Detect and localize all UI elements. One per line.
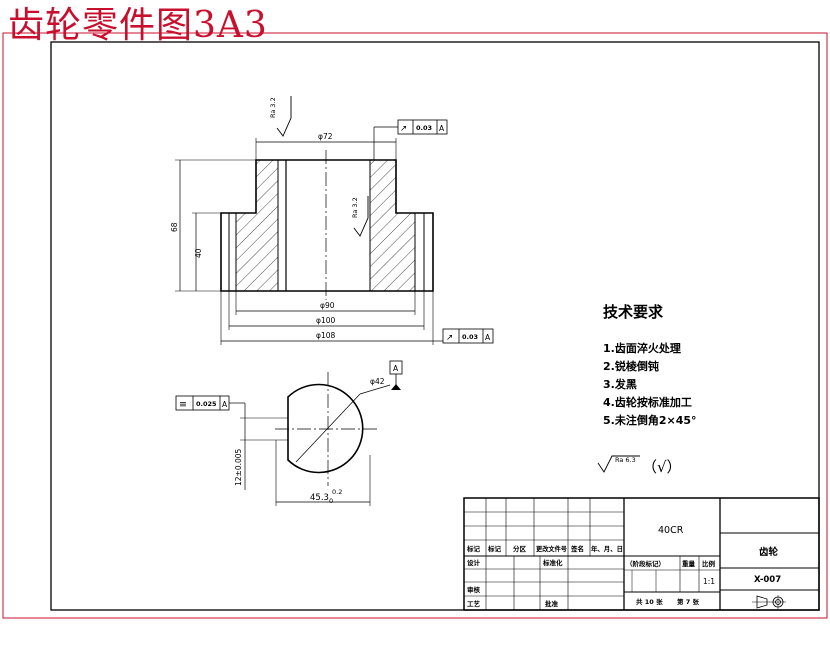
fcf-sym-value: 0.025 — [196, 400, 217, 408]
tech-item-4: 4.齿轮按标准加工 — [603, 395, 692, 409]
hub-profile — [287, 383, 364, 474]
roughness-default-label: Ra 6.3 — [615, 456, 636, 464]
symmetry-icon: ≡ — [179, 399, 187, 410]
dim-depth-upper: 0.2 — [332, 488, 342, 496]
tb-label-sign: 签名 — [570, 544, 584, 553]
tb-sheets: 共 10 张 — [636, 597, 663, 606]
projection-symbol-icon — [752, 595, 786, 609]
hatch-left — [235, 159, 279, 292]
tb-scale-label: 比例 — [702, 559, 716, 568]
tech-title: 技术要求 — [603, 303, 664, 321]
runout-icon: ↗ — [400, 124, 407, 134]
dim-phi100: φ100 — [316, 316, 335, 325]
dim-phi42: φ42 — [370, 377, 385, 386]
roughness-default-mark: （√） — [642, 458, 682, 476]
dim-keyway-width: 12±0.005 — [234, 448, 243, 486]
tb-scale: 1:1 — [703, 577, 715, 586]
datum-triangle-icon — [391, 384, 401, 390]
dim-depth-lower: 0 — [329, 497, 333, 505]
fcf-top-value: 0.03 — [416, 124, 432, 132]
tb-label-zone: 分区 — [513, 544, 527, 553]
tb-stage-mark: （阶段标记） — [626, 559, 665, 568]
tech-item-2: 2.锐棱倒钝 — [603, 359, 659, 373]
roughness-symbol-icon — [276, 96, 292, 137]
tb-drawing-no: X-007 — [754, 575, 781, 585]
tech-item-5: 5.未注倒角2×45° — [603, 413, 697, 427]
tb-part-name: 齿轮 — [759, 546, 779, 558]
tb-label-count: 标记 — [487, 544, 502, 553]
tb-label-review: 审核 — [467, 585, 481, 594]
tb-label-date: 年、月、日 — [591, 544, 623, 553]
roughness-default-icon — [597, 455, 640, 473]
tb-material: 40CR — [658, 525, 684, 536]
tech-item-1: 1.齿面淬火处理 — [603, 341, 681, 355]
dim-68: 68 — [170, 222, 179, 232]
tech-requirements: 技术要求 1.齿面淬火处理 2.锐棱倒钝 3.发黑 4.齿轮按标准加工 5.未注… — [597, 303, 697, 476]
hatch-right — [369, 159, 416, 292]
fcf-top-frame — [397, 119, 448, 135]
title-block — [463, 497, 820, 611]
datum-box — [389, 360, 403, 375]
fcf-top-datum: A — [439, 124, 445, 133]
roughness-symbol-icon — [353, 196, 369, 237]
dim-phi108: φ108 — [316, 331, 335, 340]
title-block-frame — [463, 497, 820, 611]
tech-item-3: 3.发黑 — [603, 377, 637, 391]
roughness-bore-label: Ra 3.2 — [351, 197, 359, 218]
dia-leader — [359, 384, 391, 395]
tb-label-doc: 更改文件号 — [536, 544, 567, 553]
tb-label-mark: 标记 — [466, 544, 481, 553]
dim-40: 40 — [194, 248, 203, 258]
inner-drawing-frame — [50, 41, 820, 611]
section-view: φ72 68 40 φ90 φ100 φ108 Ra 3.2 Ra 3.2 — [170, 96, 494, 345]
roughness-top-label: Ra 3.2 — [269, 97, 277, 118]
title-block-text: 标记 标记 分区 更改文件号 签名 年、月、日 设计 标准化 审核 工艺 批准 … — [466, 525, 786, 609]
tb-label-approve: 批准 — [545, 599, 559, 608]
fcf-bottom-frame — [442, 328, 494, 344]
fcf-sym-datum: A — [222, 400, 228, 409]
end-view: φ42 A ≡ 0.025 A 12±0.005 45.3 0.2 0 — [175, 360, 403, 506]
dim-depth-base: 45.3 — [310, 493, 329, 503]
datum-label: A — [393, 364, 399, 373]
tb-label-process: 工艺 — [467, 599, 481, 608]
tb-sheet: 第 7 张 — [677, 597, 700, 606]
outer-sheet-border — [2, 32, 828, 619]
tb-weight-label: 重量 — [682, 559, 696, 568]
fcf-bottom-value: 0.03 — [462, 333, 478, 341]
dim-phi90: φ90 — [320, 301, 335, 310]
fcf-bottom-datum: A — [485, 333, 491, 342]
dia-leader — [295, 393, 361, 463]
dim-phi72: φ72 — [318, 132, 333, 141]
runout-icon: ↗ — [446, 333, 453, 343]
tb-label-design: 设计 — [467, 558, 481, 567]
tb-label-standard: 标准化 — [542, 558, 563, 567]
drawing-heading: 齿轮零件图3A3 — [8, 5, 268, 46]
